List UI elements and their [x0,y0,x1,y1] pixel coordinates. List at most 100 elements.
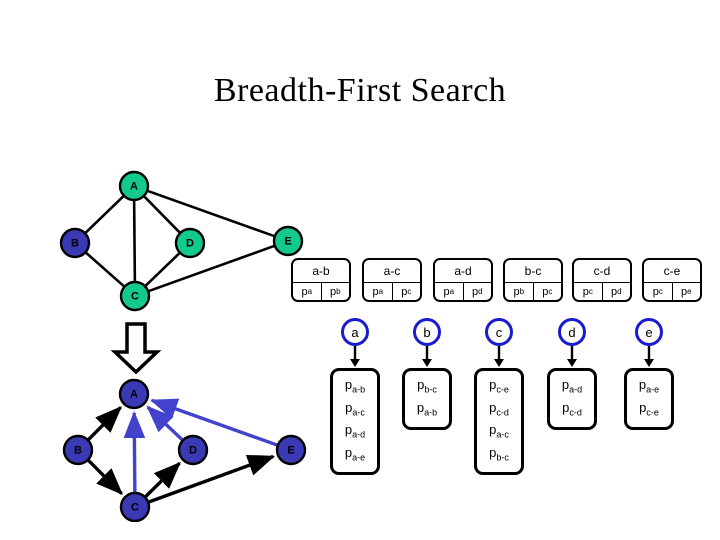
down-arrow-icon [110,322,162,374]
node-circle [174,227,206,259]
node-circle [118,170,150,202]
edge-record-name: b-c [505,260,561,283]
node-label: C [131,502,139,514]
adjacency-list-item: pa-e [638,377,660,395]
adjacency-list-item: pa-e [344,444,366,463]
adjacency-list-item: pa-b [344,377,366,395]
node-circle [275,434,307,466]
graph-node-d[interactable]: D [174,227,206,259]
edge-record-name: a-d [435,260,491,283]
adjacency-list-item: pb-c [417,377,437,395]
node-label: D [186,238,194,250]
node-circle [119,491,151,522]
adjacency-list-item: pb-c [489,444,509,463]
graph-edge-a-c [132,200,137,282]
adjacency-list-item: pa-c [345,399,365,418]
vertex-node-d[interactable]: d [558,318,586,346]
graph-edge-c-e [148,454,276,504]
graph-edge-a-d [143,195,181,234]
vertex-pointer-arrow-icon [467,346,531,368]
graph-node-c[interactable]: C [119,280,151,312]
page-title: Breadth-First Search [213,72,507,109]
node-label: E [287,445,294,457]
adjacency-list-item: pa-c [489,422,509,440]
graph-node-b[interactable]: B [62,434,94,466]
node-circle [119,280,151,312]
graph-edge-d-a [146,405,184,441]
node-circle [118,378,150,410]
vertex-node-a[interactable]: a [341,318,369,346]
graph-edge-b-a [87,405,123,441]
node-label: A [130,181,138,193]
graph-node-e[interactable]: E [275,434,307,466]
adjacency-list-item: pc-d [489,399,509,418]
graph-node-a[interactable]: A [118,170,150,202]
edge-record-name: c-d [574,260,630,283]
node-circle [272,225,304,257]
graph-edge-c-a [123,410,146,493]
graph-after-search: A B D E C [62,378,307,522]
vertex-pointer-arrow-icon [540,346,604,368]
graph-node-group: A B D E C [59,170,304,312]
graph-node-c[interactable]: C [119,491,151,522]
graph-edge-c-d [144,252,181,287]
vertex-pointer-arrow-icon [617,346,681,368]
graph-node-a[interactable]: A [118,378,150,410]
node-label: A [130,389,138,401]
graph-edge-group [84,189,275,293]
vertex-node-c[interactable]: c [485,318,513,346]
vertex-node-e[interactable]: e [635,318,663,346]
vertex-node-b[interactable]: b [413,318,441,346]
adjacency-list-a[interactable]: pa-b pa-c pa-d pa-e [330,368,380,476]
graph-node-e[interactable]: E [272,225,304,257]
graph-before-search: A B D E C [59,170,304,312]
graph-edge-c-e [148,244,275,293]
graph-node-b[interactable]: B [59,227,91,259]
graph-edge-a-b [84,195,125,234]
graph-node-d[interactable]: D [177,434,209,466]
node-circle [177,434,209,466]
node-circle [62,434,94,466]
graph-edge-e-a [149,398,278,447]
vertex-pointer-arrow-icon [323,346,387,368]
adjacency-list-item: pa-d [561,377,583,395]
edge-record-name: a-c [364,260,420,283]
node-label: C [131,291,139,303]
vertex-pointer-arrow-icon [395,346,459,368]
node-label: B [71,238,79,250]
adjacency-list-item: pa-d [344,422,366,440]
